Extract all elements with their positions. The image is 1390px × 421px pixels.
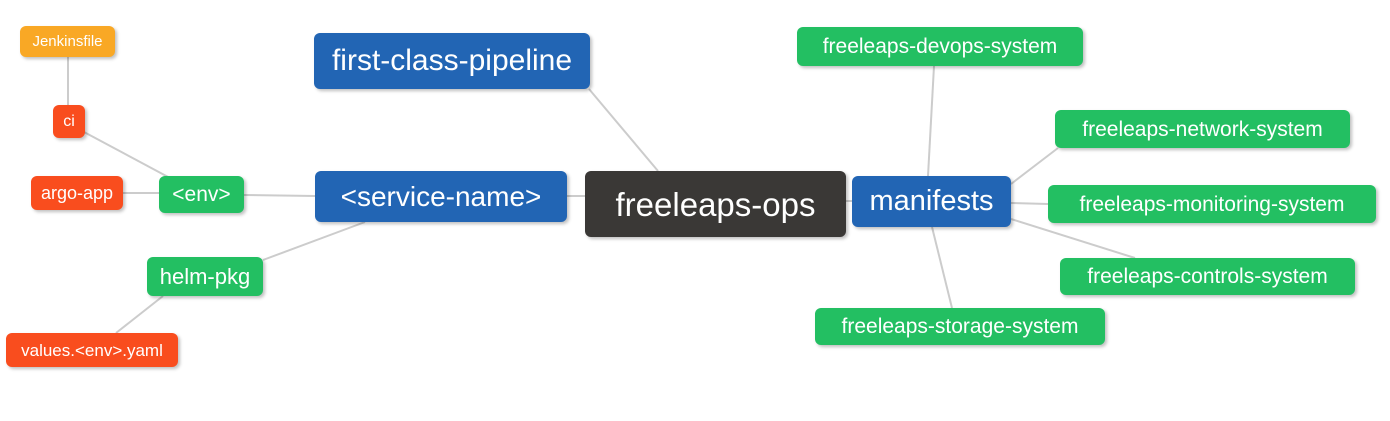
- node-values-env-yaml[interactable]: values.<env>.yaml: [6, 333, 178, 367]
- connector-env-service-name: [243, 194, 316, 197]
- node-helm-pkg[interactable]: helm-pkg: [147, 257, 263, 296]
- node-ci[interactable]: ci: [53, 105, 85, 138]
- node-service-name[interactable]: <service-name>: [315, 171, 567, 222]
- node-jenkinsfile[interactable]: Jenkinsfile: [20, 26, 115, 57]
- node-env[interactable]: <env>: [159, 176, 244, 213]
- connector-manifests-controls: [1010, 218, 1136, 259]
- node-monitoring-system[interactable]: freeleaps-monitoring-system: [1048, 185, 1376, 223]
- node-freeleaps-ops[interactable]: freeleaps-ops: [585, 171, 846, 237]
- connector-manifests-network: [1010, 147, 1059, 185]
- node-network-system[interactable]: freeleaps-network-system: [1055, 110, 1350, 148]
- connector-pipeline-ops: [588, 88, 659, 172]
- connector-manifests-monitoring: [1010, 202, 1049, 205]
- node-first-class-pipeline[interactable]: first-class-pipeline: [314, 33, 590, 89]
- connector-helm-pkg-service-name: [262, 221, 366, 261]
- node-manifests[interactable]: manifests: [852, 176, 1011, 227]
- connector-helm-pkg-values: [115, 295, 164, 334]
- node-argo-app[interactable]: argo-app: [31, 176, 123, 210]
- connector-manifests-storage: [931, 226, 953, 309]
- node-storage-system[interactable]: freeleaps-storage-system: [815, 308, 1105, 345]
- connector-manifests-devops: [927, 65, 935, 177]
- node-controls-system[interactable]: freeleaps-controls-system: [1060, 258, 1355, 295]
- connector-ci-env: [83, 131, 171, 179]
- node-devops-system[interactable]: freeleaps-devops-system: [797, 27, 1083, 66]
